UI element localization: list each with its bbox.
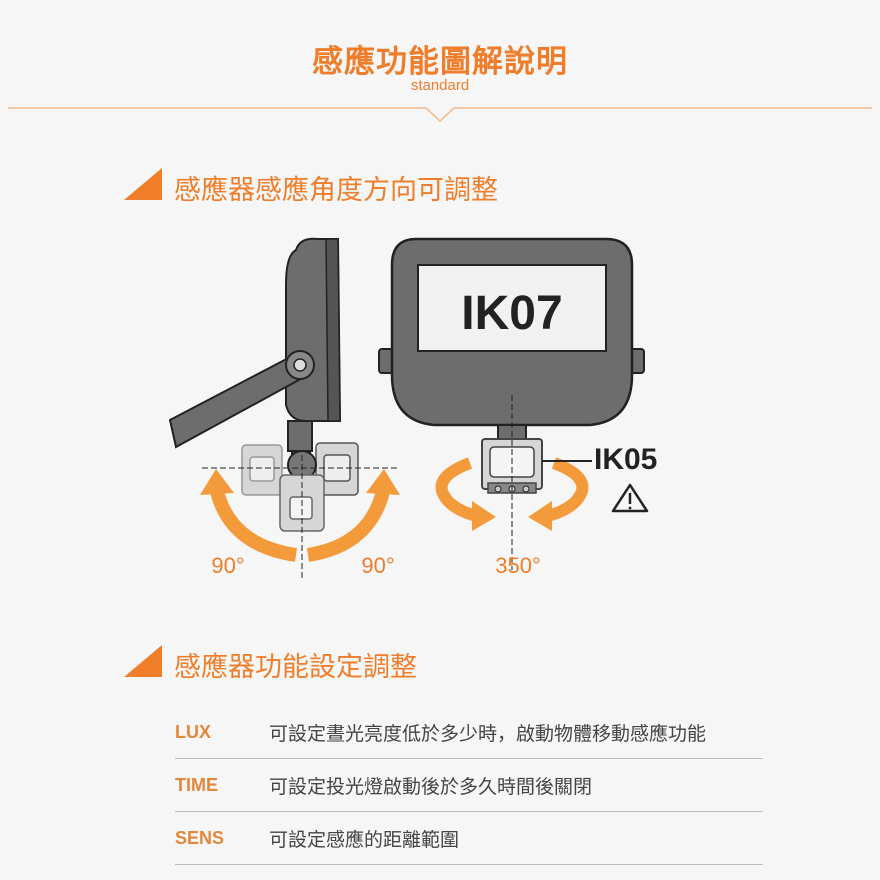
section-heading-settings: 感應器功能設定調整: [124, 644, 417, 684]
device-rating-label: IK07: [461, 287, 562, 340]
spec-row-time: TIME 可設定投光燈啟動後於多久時間後關閉: [175, 759, 763, 812]
sensor-rating-label: IK05: [594, 443, 657, 476]
sensor-angle-diagram: 90° 90° IK07 IK05 350: [168, 237, 657, 580]
spec-key: LUX: [175, 721, 211, 742]
angle-label-left: 90°: [211, 553, 244, 578]
header-divider: [8, 107, 872, 123]
section-heading-label: 感應器功能設定調整: [174, 651, 417, 683]
spec-key: SENS: [175, 827, 225, 848]
triangle-marker-icon: [124, 645, 162, 677]
side-view-floodlight: [168, 237, 400, 580]
spec-row-sens: SENS 可設定感應的距離範圍: [175, 812, 763, 865]
spec-row-lux: LUX 可設定晝光亮度低於多少時，啟動物體移動感應功能: [175, 706, 763, 759]
triangle-marker-icon: [124, 168, 162, 200]
page-title: 感應功能圖解說明: [312, 44, 568, 80]
spec-value: 可設定晝光亮度低於多少時，啟動物體移動感應功能: [269, 722, 707, 745]
page-subtitle: standard: [410, 77, 470, 94]
section-heading-label: 感應器感應角度方向可調整: [174, 174, 498, 206]
spec-value: 可設定投光燈啟動後於多久時間後關閉: [269, 775, 593, 798]
warning-icon: [611, 483, 649, 513]
section-heading-angle: 感應器感應角度方向可調整: [124, 167, 498, 207]
front-view-floodlight: [378, 237, 649, 570]
spec-key: TIME: [175, 774, 218, 795]
rotation-angle-label: 350°: [495, 553, 541, 578]
spec-value: 可設定感應的距離範圍: [269, 828, 460, 851]
angle-label-right: 90°: [361, 553, 394, 578]
